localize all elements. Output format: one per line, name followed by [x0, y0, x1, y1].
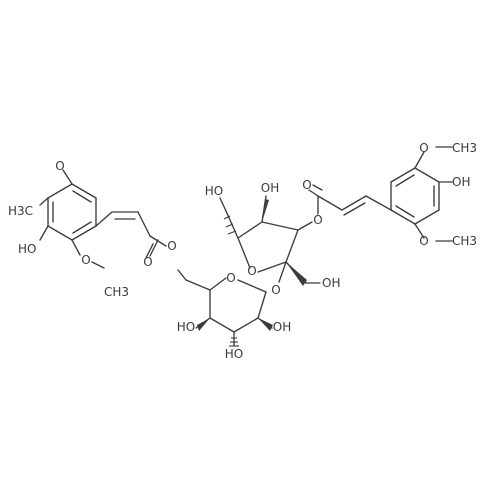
atom-label-ho: HO [205, 184, 223, 198]
atom-label-o: O [419, 234, 428, 248]
wedge-bond [286, 262, 307, 286]
stereo-bonds [197, 199, 307, 347]
atom-label-oh: OH [322, 276, 340, 290]
atom-label-h3c: H3C [8, 204, 33, 218]
bonds [39, 146, 453, 347]
atom-label-o: O [143, 255, 152, 269]
hash-bond [227, 230, 237, 235]
bond [233, 317, 259, 333]
bond [237, 279, 267, 293]
bond [261, 221, 299, 231]
bond [177, 269, 187, 281]
atom-label-ho: HO [225, 347, 243, 361]
bond [414, 209, 440, 225]
bond [95, 211, 113, 227]
bond [317, 195, 343, 211]
bond [219, 197, 227, 212]
atom-label-o: O [419, 141, 428, 155]
bond [62, 169, 73, 185]
bond-double-inner [395, 205, 415, 218]
atom-label-o: O [247, 264, 256, 278]
bond [312, 184, 323, 191]
bond [390, 167, 416, 183]
bond-double-inner [343, 202, 366, 216]
atom-label-o: O [302, 178, 311, 192]
bond-double-inner [395, 174, 415, 187]
bond [47, 183, 73, 199]
bond [297, 221, 313, 231]
bond [278, 261, 287, 283]
atom-labels: O CH3 OH O CH3 O O OH HO O OH O O HO HO … [8, 141, 477, 361]
bond [414, 223, 425, 239]
bond [91, 261, 105, 269]
bond [39, 225, 49, 241]
bond [47, 225, 73, 241]
bond [145, 243, 154, 259]
wedge-bond [262, 199, 269, 222]
bond [257, 291, 267, 319]
atom-label-oh: OH [452, 175, 470, 189]
hash-bond [223, 215, 231, 220]
bond [237, 221, 263, 239]
bond [390, 209, 416, 225]
atom-label-o: O [167, 239, 176, 253]
atom-label-o: O [271, 283, 280, 297]
bond [71, 225, 97, 241]
atom-label-oh: OH [261, 181, 279, 195]
bond [71, 239, 81, 256]
atom-label-oh: OH [273, 320, 291, 334]
bond [257, 261, 287, 273]
bond [71, 183, 97, 199]
atom-label-ch3: CH3 [104, 285, 129, 299]
atom-label-o: O [81, 253, 90, 267]
atom-label-ho: HO [177, 320, 195, 334]
bond [149, 239, 159, 257]
bond [414, 167, 440, 183]
bond-double-inner [72, 190, 92, 203]
bond [209, 317, 235, 333]
bond-double-inner [72, 221, 92, 234]
bond [308, 189, 319, 197]
bond [285, 229, 299, 263]
atom-label-ho: HO [18, 242, 36, 256]
bond [209, 277, 227, 291]
bond [414, 151, 425, 169]
wedge-bond [258, 318, 273, 331]
atom-label-o: O [226, 271, 235, 285]
bond [237, 237, 251, 269]
bond [365, 195, 392, 211]
bond [137, 211, 151, 237]
bond [39, 197, 49, 206]
hash-bond [225, 223, 234, 228]
atom-label-ch3: CH3 [452, 234, 477, 248]
atom-label-ch3: CH3 [452, 141, 477, 155]
bond [341, 195, 367, 211]
bond [185, 279, 211, 291]
atom-label-o: O [55, 159, 64, 173]
atom-label-o: O [313, 213, 322, 227]
wedge-bond [197, 318, 210, 331]
